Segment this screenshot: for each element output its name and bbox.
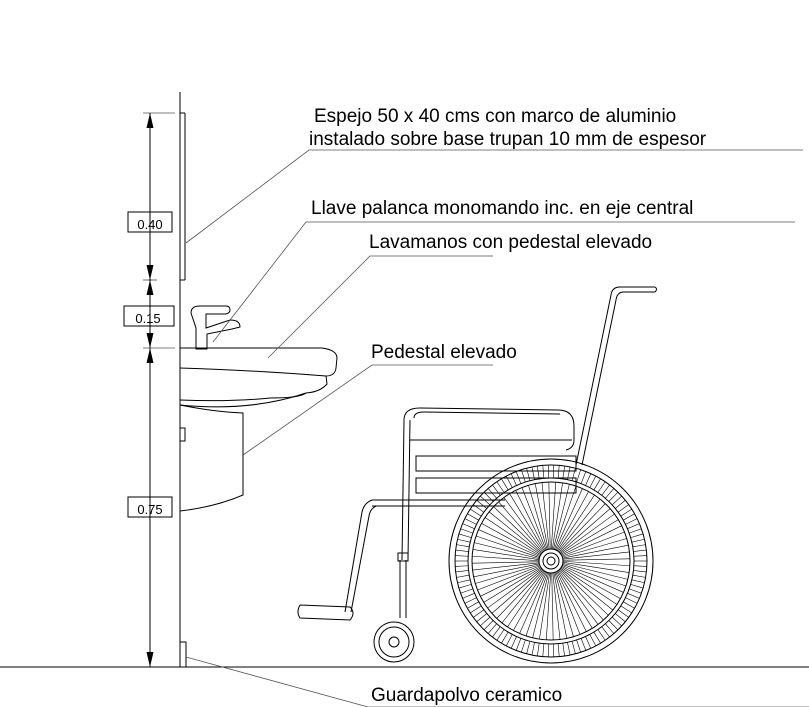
mirror — [180, 112, 186, 281]
mirror-label-line2: instalado sobre base trupan 10 mm de esp… — [309, 129, 707, 150]
lever-faucet — [190, 305, 241, 350]
faucet-label: Llave palanca monomando inc. en eje cent… — [311, 198, 693, 219]
pedestal-label: Pedestal elevado — [371, 342, 517, 363]
dimension-middle: 0.15 — [135, 311, 160, 326]
baseboard-label: Guardapolvo ceramico — [371, 685, 562, 706]
dimension-upper: 0.40 — [137, 217, 162, 232]
washbasin — [179, 347, 338, 408]
dimension-line: 0.40 0.15 0.75 — [123, 112, 175, 668]
rear-wheel — [448, 458, 654, 664]
elevated-pedestal — [179, 404, 244, 512]
washbasin-label: Lavamanos con pedestal elevado — [369, 232, 652, 253]
ceramic-baseboard — [179, 641, 187, 668]
leader-lines — [185, 149, 809, 707]
mirror-label-line1: Espejo 50 x 40 cms con marco de aluminio — [314, 106, 676, 127]
dimension-lower: 0.75 — [137, 502, 162, 517]
wheelchair — [297, 286, 657, 664]
